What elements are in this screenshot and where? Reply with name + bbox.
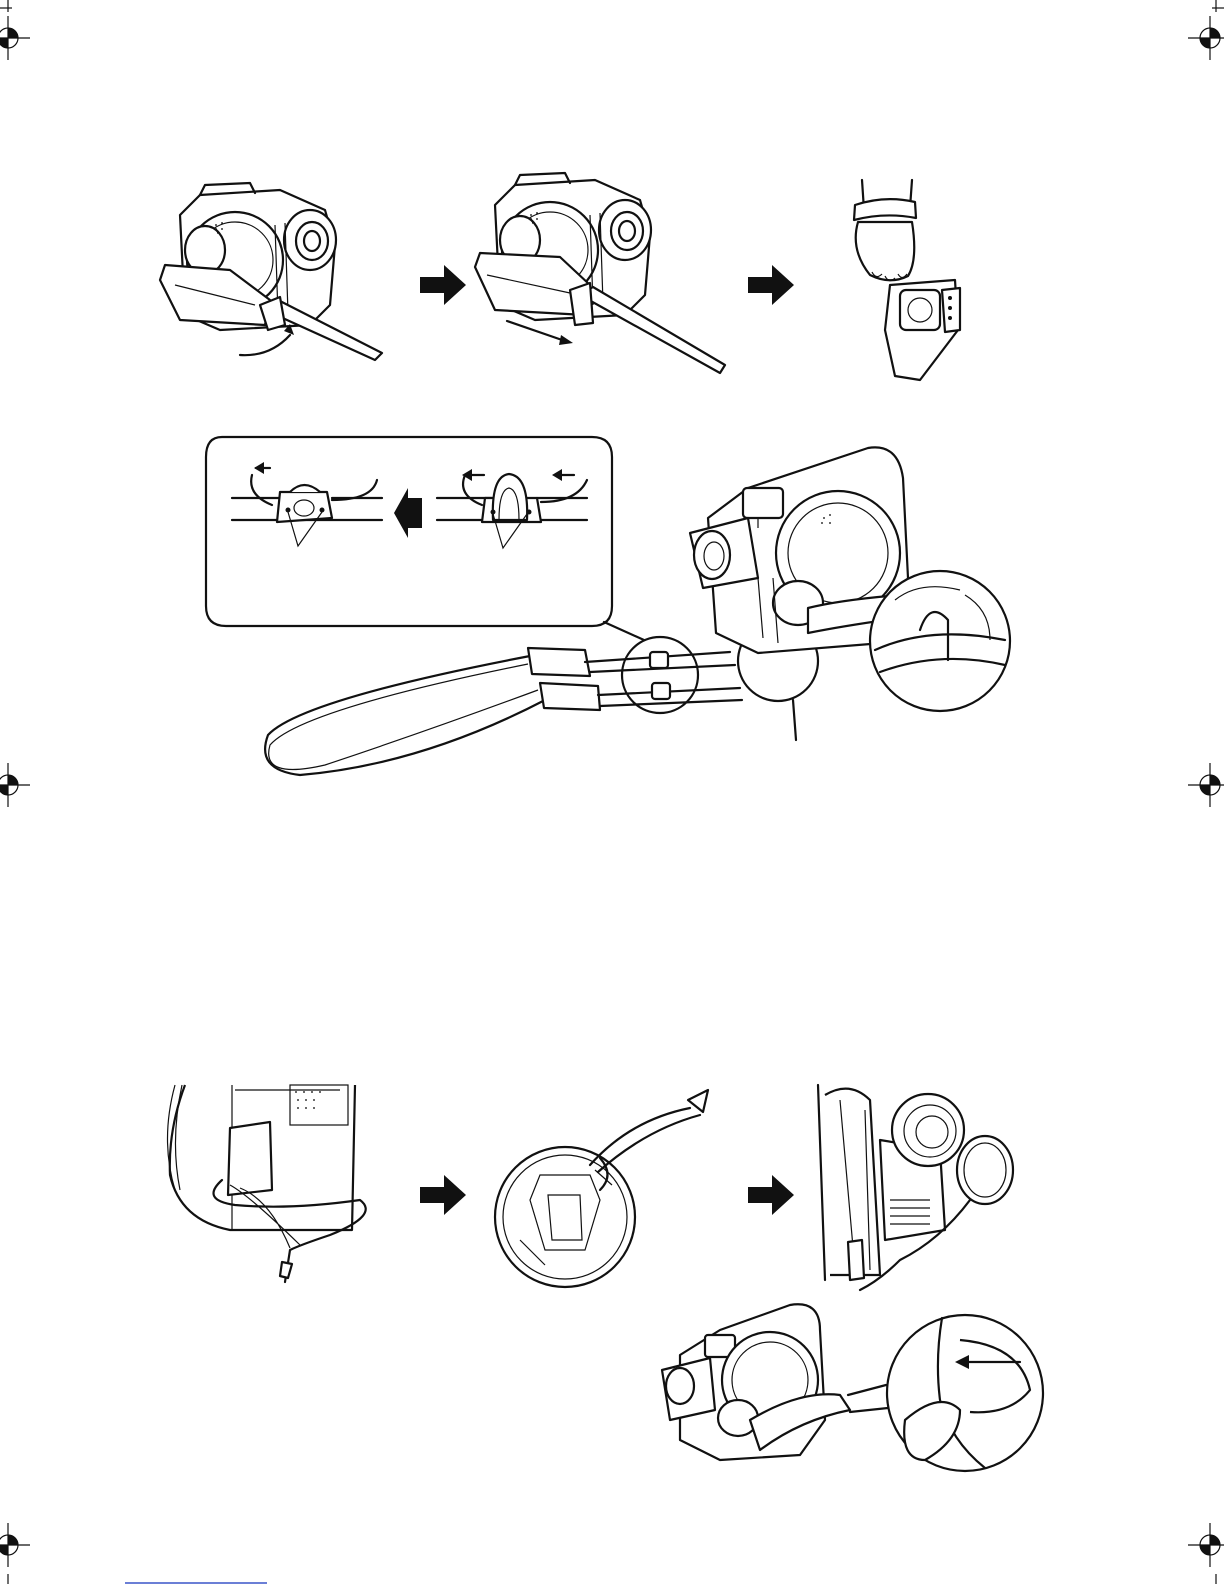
panel-slide-belt xyxy=(475,173,725,373)
arrow-right-icon xyxy=(420,265,466,305)
panel-cap-attached xyxy=(818,1085,1013,1290)
arrow-right-icon xyxy=(748,265,794,305)
arrow-left-icon xyxy=(254,462,270,474)
arrow-left-icon xyxy=(394,488,422,538)
arrow-right-icon xyxy=(420,1175,466,1215)
panel-hand-through-belt xyxy=(854,180,960,380)
figure-lens-cap-attachment xyxy=(168,1085,1044,1471)
shoulder-strap xyxy=(265,621,818,775)
panel-cord-through-loop xyxy=(168,1085,366,1282)
arrow-right-icon xyxy=(748,1175,794,1215)
panel-belt-loop-detail xyxy=(662,1304,1043,1471)
panel-open-grip-belt xyxy=(160,183,382,360)
figure-shoulder-strap-attachment xyxy=(206,437,1010,775)
figure-grip-belt-steps xyxy=(160,173,960,380)
strap-loop-detail xyxy=(870,571,1010,711)
buckle-callout xyxy=(206,437,644,640)
panel-cap-with-cord xyxy=(495,1090,708,1287)
